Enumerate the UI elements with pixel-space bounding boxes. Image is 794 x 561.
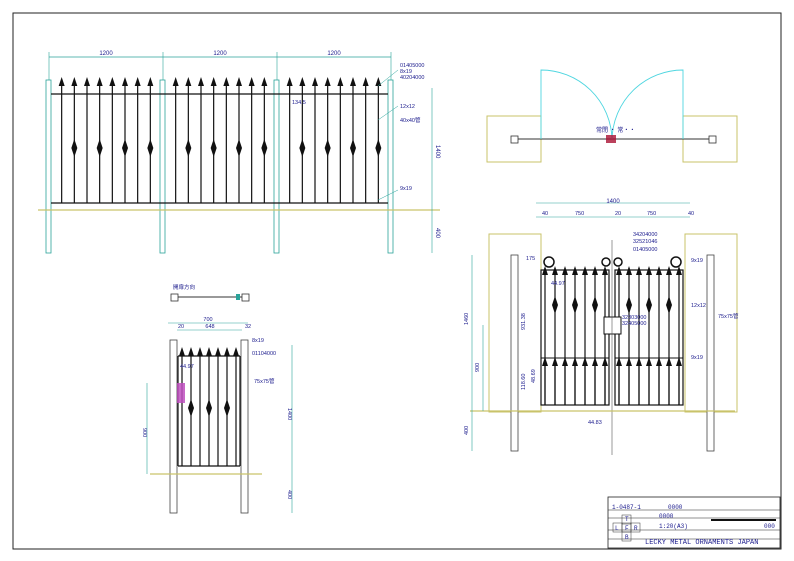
double-gate-pickets (542, 266, 682, 405)
double-code-c: 01405000 (633, 247, 657, 253)
drawing-number: 1-0487-1 (612, 504, 641, 511)
single-ground-label: 400 (286, 490, 292, 499)
double-lock-b: 32405000 (622, 321, 646, 327)
logo-letter-l: L (615, 525, 619, 532)
scale-value: 1:20(A3) (659, 523, 688, 530)
double-code-a: 34204000 (633, 232, 657, 238)
title-field-1: 0000 (668, 504, 683, 511)
logo-letter-t: T (625, 516, 629, 523)
front-code-3: 40204000 (400, 75, 424, 81)
date-value: 000 (764, 523, 775, 530)
single-post-label: 75x75管 (254, 377, 275, 385)
plan-view: 常閉 ・ 常・・ (486, 69, 738, 163)
front-ground-label: 400 (434, 228, 440, 239)
single-handle-height: 900 (141, 428, 147, 437)
sheet-border (12, 12, 782, 550)
double-post-label: 75x75管 (718, 312, 739, 320)
front-post-label: 40x40管 (400, 116, 421, 124)
double-seg-3: 20 (615, 211, 621, 217)
front-code-2: 8x19 (400, 69, 412, 75)
single-left-gap: 20 (178, 324, 184, 330)
logo-letter-b: B (625, 534, 629, 541)
double-top-gap: 175 (526, 256, 535, 262)
double-code-e: 9x19 (691, 355, 703, 361)
double-offset-a: 931.38 (521, 313, 527, 330)
double-seg-4: 750 (647, 211, 656, 217)
title-block-text: 1-0487-1 0000 0000 1:20(A3) 000 T L F R … (609, 498, 779, 547)
double-latch-label: 44.97 (551, 281, 565, 287)
double-width-label: 1400 (606, 199, 620, 205)
double-lock-height: 900 (475, 363, 481, 372)
plan-caption: 常閉 ・ 常・・ (596, 126, 635, 134)
double-seg-1: 40 (542, 211, 548, 217)
double-bar-label: 12x12 (691, 303, 706, 309)
single-code-a: 8x19 (252, 338, 264, 344)
double-seg-5: 40 (688, 211, 694, 217)
single-height-label: 1400 (286, 408, 292, 420)
single-gate-view: 開扉方向 700 648 20 32 8x19 01104000 75x75管 … (141, 283, 293, 514)
logo-letter-f: F (625, 525, 629, 532)
title-field-2: 0000 (659, 513, 674, 520)
single-gate-pickets (179, 347, 239, 466)
single-right-gap: 32 (245, 324, 251, 330)
front-height-label: 1400 (434, 145, 440, 159)
front-span-label-2: 1200 (213, 51, 227, 57)
double-bottom-label: 44.83 (588, 420, 602, 426)
single-width-label: 700 (203, 317, 212, 323)
title-block (607, 496, 781, 549)
double-bottom-b: 48.69 (531, 369, 537, 383)
fence-pickets (58, 77, 382, 203)
front-bar-label: 12x12 (400, 104, 415, 110)
double-ground-label: 400 (464, 426, 470, 435)
logo-letter-r: R (634, 525, 638, 532)
swing-direction-label: 開扉方向 (173, 283, 195, 291)
front-code-1: 01405000 (400, 63, 424, 69)
double-code-b: 32521046 (633, 239, 657, 245)
double-bottom-a: 118.60 (521, 374, 527, 390)
double-lock-a: 32303000 (622, 315, 646, 321)
single-code-b: 01104000 (252, 351, 276, 357)
double-code-d: 9x19 (691, 258, 703, 264)
double-gate-view: 1400 40 750 20 750 40 34204000 32521046 … (464, 199, 739, 455)
double-height-label: 1460 (464, 313, 470, 325)
single-inner-label: 648 (205, 324, 214, 330)
front-view-fence: 1200 1200 1200 1400 400 01405000 8x19 40… (38, 51, 440, 254)
company-name: LECKY METAL ORNAMENTS JAPAN (645, 539, 759, 547)
double-seg-2: 750 (575, 211, 584, 217)
front-span-label-3: 1200 (327, 51, 341, 57)
single-latch-label: 44.97 (180, 364, 194, 370)
front-pitch-label: 134.5 (292, 100, 306, 106)
front-rail-label: 9x19 (400, 186, 412, 192)
front-span-label-1: 1200 (99, 51, 113, 57)
